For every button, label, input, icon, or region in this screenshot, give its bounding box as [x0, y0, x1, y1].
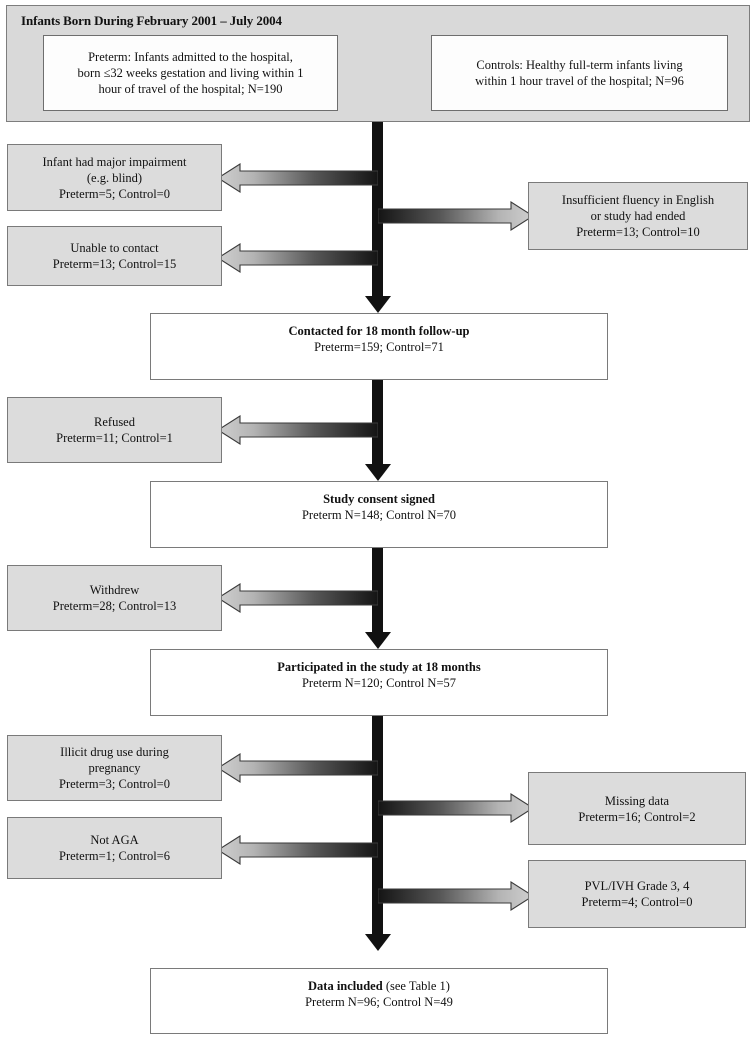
controls-line-1: Controls: Healthy full-term infants livi… — [476, 58, 683, 72]
trunk-arrowhead-4 — [364, 934, 391, 951]
exclusion-box-not-aga: Not AGA Preterm=1; Control=6 — [7, 817, 222, 879]
arrow-to-unable-to-contact — [218, 240, 378, 276]
page-title: Infants Born During February 2001 – July… — [21, 13, 282, 28]
arrow-to-withdrew — [218, 580, 378, 616]
exclusion-line-1: Refused — [94, 415, 135, 429]
exclusion-line-1: Insufficient fluency in English — [561, 193, 715, 207]
stage-title-suffix: (see Table 1) — [382, 979, 450, 993]
arrow-to-insufficient-fluency — [378, 198, 533, 234]
trunk-segment-4 — [372, 716, 383, 935]
header-panel: Infants Born During February 2001 – July… — [6, 5, 750, 122]
stage-counts: Preterm N=148; Control N=70 — [301, 508, 457, 522]
stage-counts: Preterm N=120; Control N=57 — [301, 676, 457, 690]
arrow-to-illicit-drug-use — [218, 750, 378, 786]
stage-box-consent: Study consent signed Preterm N=148; Cont… — [150, 481, 608, 548]
stage-title-row: Data included (see Table 1) — [308, 978, 450, 994]
trunk-arrowhead-2 — [364, 464, 391, 481]
exclusion-line-3: Preterm=13; Control=10 — [576, 225, 700, 239]
exclusion-line-1: Unable to contact — [70, 241, 159, 255]
arrow-to-missing-data — [378, 790, 533, 826]
exclusion-line-2: Preterm=4; Control=0 — [581, 895, 693, 909]
exclusion-line-1: Withdrew — [89, 583, 140, 597]
exclusion-line-2: Preterm=11; Control=1 — [56, 431, 173, 445]
arrow-to-refused — [218, 412, 378, 448]
stage-box-participated: Participated in the study at 18 months P… — [150, 649, 608, 716]
preterm-line-3: hour of travel of the hospital; N=190 — [98, 82, 283, 96]
stage-title: Participated in the study at 18 months — [277, 660, 481, 674]
exclusion-box-unable-to-contact: Unable to contact Preterm=13; Control=15 — [7, 226, 222, 286]
stage-title: Study consent signed — [323, 492, 435, 506]
stage-title: Data included — [308, 979, 383, 993]
exclusion-line-1: Illicit drug use during — [60, 745, 169, 759]
exclusion-line-2: (e.g. blind) — [86, 170, 143, 185]
trunk-arrowhead-3 — [364, 632, 391, 649]
exclusion-line-2: Preterm=1; Control=6 — [59, 849, 170, 863]
exclusion-line-2: Preterm=28; Control=13 — [52, 599, 177, 613]
exclusion-line-2: or study had ended — [590, 209, 686, 223]
stage-box-contacted: Contacted for 18 month follow-up Preterm… — [150, 313, 608, 380]
exclusion-line-3: Preterm=3; Control=0 — [59, 777, 170, 791]
preterm-line-2: born ≤32 weeks gestation and living with… — [77, 66, 304, 80]
arrow-to-not-aga — [218, 832, 378, 868]
arrow-to-major-impairment — [218, 160, 378, 196]
stage-box-included: Data included (see Table 1) Preterm N=96… — [150, 968, 608, 1034]
exclusion-line-1: PVL/IVH Grade 3, 4 — [584, 879, 690, 893]
preterm-cohort-box: Preterm: Infants admitted to the hospita… — [43, 35, 338, 111]
exclusion-line-1: Not AGA — [90, 833, 139, 847]
exclusion-box-insufficient-fluency: Insufficient fluency in English or study… — [528, 182, 748, 250]
trunk-arrowhead-1 — [364, 296, 391, 313]
exclusion-box-withdrew: Withdrew Preterm=28; Control=13 — [7, 565, 222, 631]
exclusion-line-1: Missing data — [604, 793, 670, 808]
exclusion-box-major-impairment: Infant had major impairment (e.g. blind)… — [7, 144, 222, 211]
stage-counts: Preterm=159; Control=71 — [314, 340, 444, 354]
exclusion-line-2: pregnancy — [88, 761, 141, 775]
exclusion-line-2: Preterm=16; Control=2 — [578, 809, 696, 824]
exclusion-box-missing-data: Missing data Preterm=16; Control=2 — [528, 772, 746, 845]
exclusion-line-2: Preterm=13; Control=15 — [52, 257, 177, 271]
preterm-line-1: Preterm: Infants admitted to the hospita… — [88, 50, 293, 64]
exclusion-box-illicit-drug-use: Illicit drug use during pregnancy Preter… — [7, 735, 222, 801]
arrow-to-pvl-ivh — [378, 878, 533, 914]
exclusion-box-pvl-ivh: PVL/IVH Grade 3, 4 Preterm=4; Control=0 — [528, 860, 746, 928]
controls-cohort-box: Controls: Healthy full-term infants livi… — [431, 35, 728, 111]
exclusion-line-3: Preterm=5; Control=0 — [59, 186, 170, 201]
exclusion-box-refused: Refused Preterm=11; Control=1 — [7, 397, 222, 463]
stage-title: Contacted for 18 month follow-up — [288, 324, 470, 338]
controls-line-2: within 1 hour travel of the hospital; N=… — [475, 74, 684, 88]
exclusion-line-1: Infant had major impairment — [42, 154, 187, 169]
stage-counts: Preterm N=96; Control N=49 — [305, 995, 453, 1009]
